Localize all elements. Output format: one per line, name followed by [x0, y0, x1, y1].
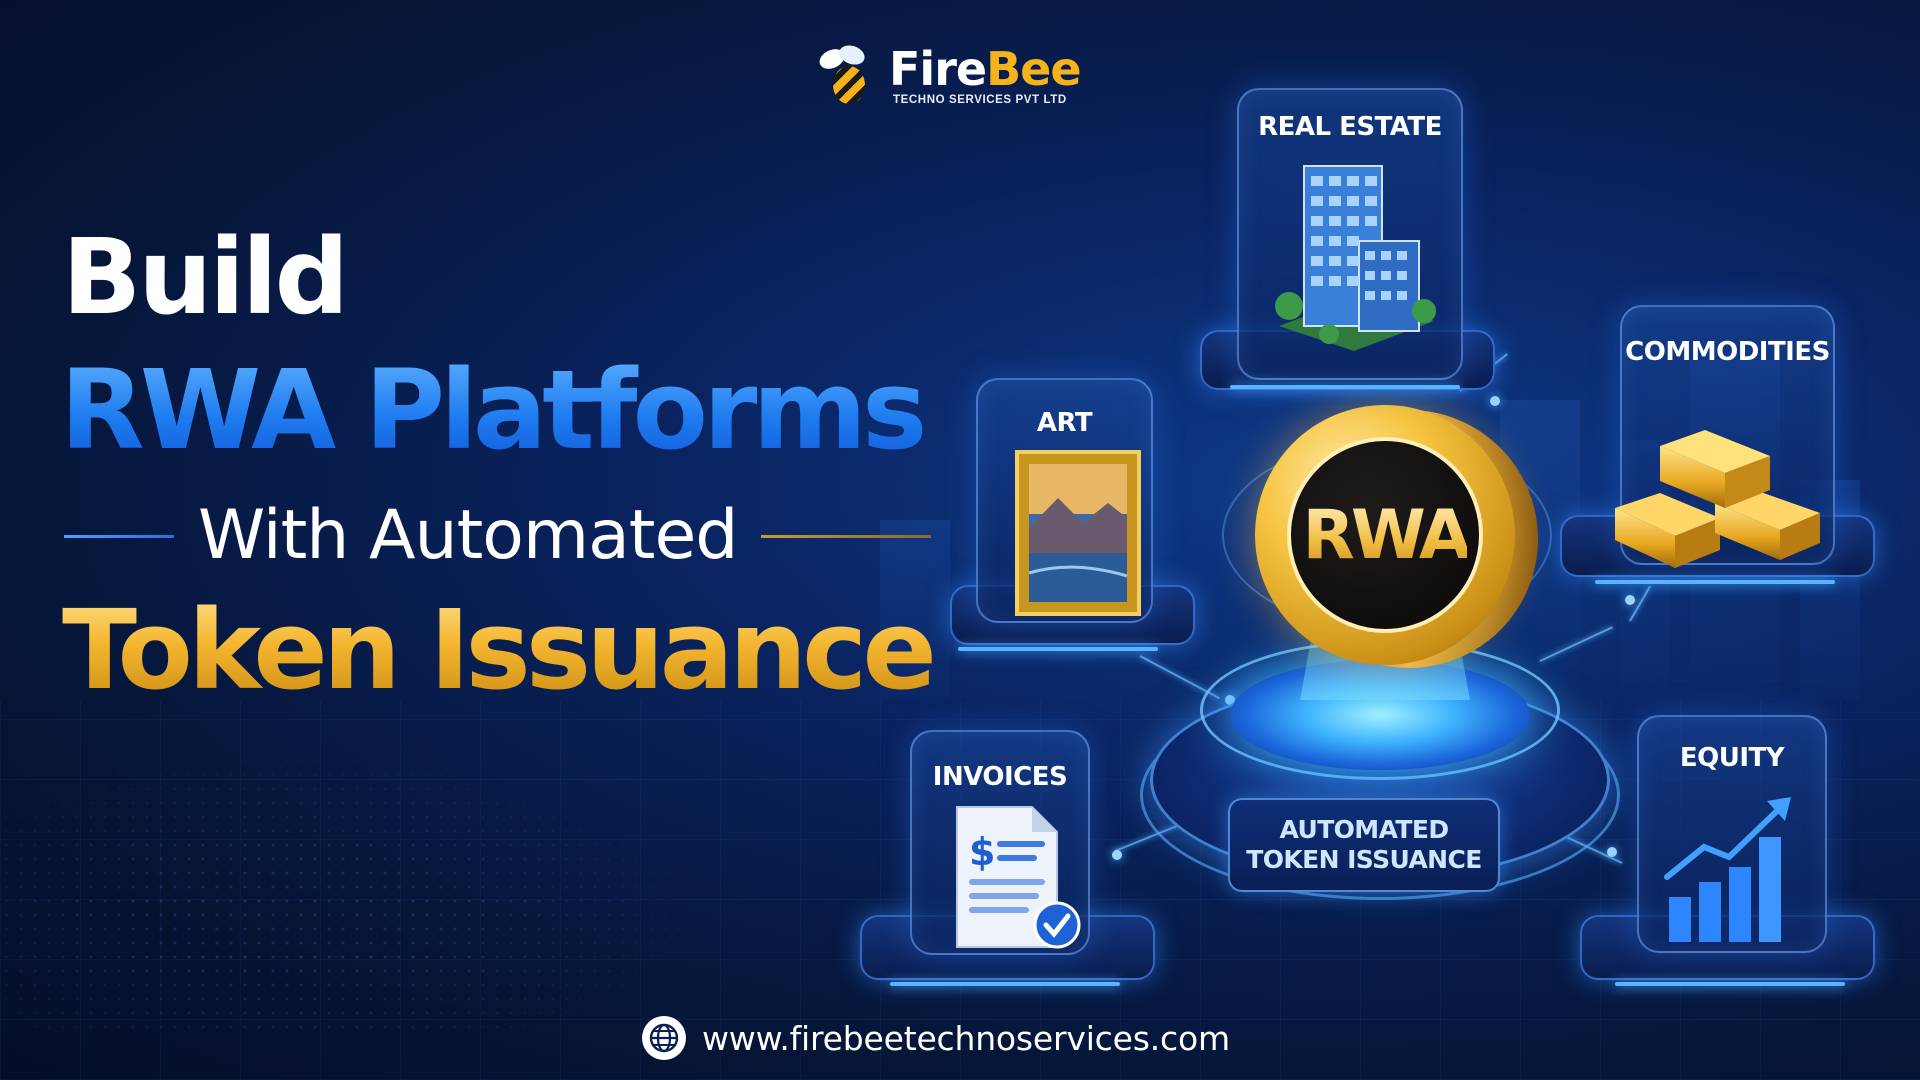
asset-label-art: ART	[1036, 408, 1093, 438]
connector-node	[1607, 847, 1617, 857]
globe-icon	[642, 1016, 686, 1060]
headline-build: Build	[62, 216, 349, 338]
asset-card-art: ART	[976, 378, 1153, 623]
asset-card-real-estate: REAL ESTATE	[1237, 88, 1463, 380]
panel-line-1: AUTOMATED	[1279, 815, 1450, 844]
glow-line	[890, 982, 1120, 986]
growth-chart-icon	[1664, 797, 1791, 942]
asset-card-invoices: INVOICES $	[910, 730, 1090, 955]
glow-line	[1615, 982, 1845, 986]
gold-bars-icon	[1615, 430, 1820, 568]
brand-name-fire: Fire	[889, 42, 987, 96]
connector-node	[1625, 595, 1635, 605]
building-icon	[1275, 165, 1436, 351]
asset-label-equity: EQUITY	[1679, 743, 1785, 773]
glow-line	[1230, 385, 1460, 389]
asset-label-invoices: INVOICES	[932, 762, 1068, 792]
website-footer: www.firebeetechnoservices.com	[642, 1016, 1230, 1060]
brand-name-bee: Bee	[986, 42, 1081, 96]
brand-logo: FireBee TECHNO SERVICES PVT LTD	[815, 42, 1082, 108]
world-map-dots	[0, 740, 720, 1040]
svg-text:$: $	[969, 830, 995, 874]
headline-with-automated: With Automated	[198, 496, 738, 575]
invoice-icon: $	[956, 806, 1081, 949]
coin-label: RWA	[1302, 495, 1472, 575]
painting-icon	[1015, 450, 1141, 616]
asset-card-equity: EQUITY	[1637, 715, 1827, 953]
connector-node	[1112, 850, 1122, 860]
connector-node	[1490, 396, 1500, 406]
panel-line-2: TOKEN ISSUANCE	[1246, 845, 1482, 874]
brand-name: FireBee	[889, 46, 1082, 92]
brand-tagline: TECHNO SERVICES PVT LTD	[893, 94, 1067, 106]
background-building	[880, 520, 950, 700]
glow-line	[958, 647, 1158, 651]
headline-token-issuance: Token Issuance	[62, 586, 937, 714]
automated-token-issuance-panel: AUTOMATED TOKEN ISSUANCE	[1228, 798, 1500, 892]
headline-rwa-platforms: RWA Platforms	[60, 346, 927, 474]
asset-label-commodities: COMMODITIES	[1625, 337, 1830, 367]
bee-icon	[815, 42, 879, 108]
headline-subline: With Automated	[64, 500, 934, 572]
divider-line-left	[64, 534, 174, 538]
website-url[interactable]: www.firebeetechnoservices.com	[702, 1018, 1230, 1058]
glow-line	[1595, 580, 1835, 584]
divider-line-right	[761, 534, 932, 538]
rwa-coin: RWA	[1255, 405, 1515, 665]
asset-label-real-estate: REAL ESTATE	[1258, 112, 1442, 142]
